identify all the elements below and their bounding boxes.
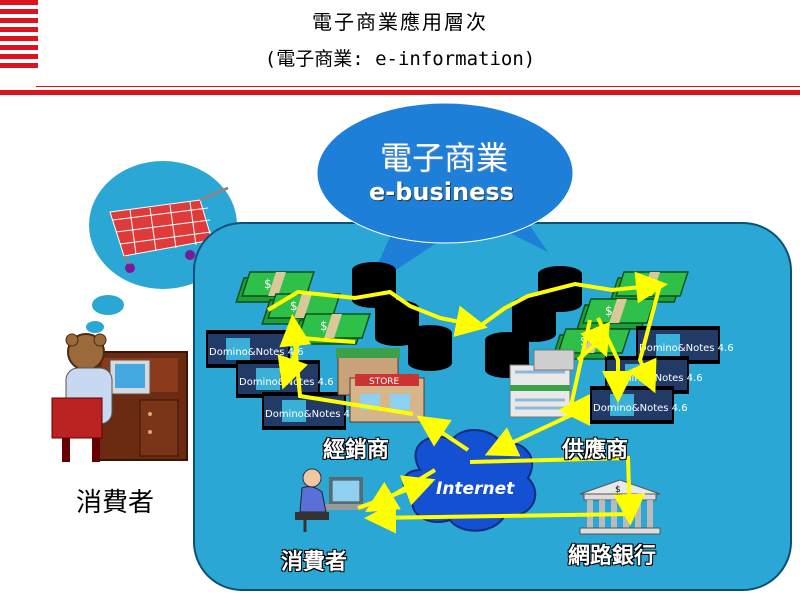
shopping-cart-icon: [109, 186, 229, 273]
label-consumer-inner: 消費者: [281, 550, 348, 575]
red-stripes-decoration: [0, 0, 38, 76]
server-drum-icon: [408, 325, 452, 371]
label-internet: Internet: [436, 479, 515, 499]
header-thin-rule: [36, 86, 800, 87]
label-supplier: 供應商: [562, 438, 629, 463]
label-consumer-outside: 消費者: [76, 488, 155, 518]
svg-text:Domino&Notes 4.6: Domino&Notes 4.6: [265, 409, 360, 420]
svg-text:STORE: STORE: [369, 377, 400, 387]
bubble-title-english: e-business: [369, 178, 514, 206]
label-online-bank: 網路銀行: [568, 544, 657, 569]
svg-text:$: $: [615, 485, 621, 495]
page-title: 電子商業應用層次: [312, 10, 488, 34]
bubble-title-chinese: 電子商業: [380, 139, 509, 177]
flow-arrows: [266, 271, 668, 534]
svg-text:Domino&Notes 4.6: Domino&Notes 4.6: [608, 373, 703, 384]
header-divider: [0, 90, 800, 95]
bear-at-desk-illustration: [51, 333, 188, 462]
svg-text:Domino&Notes 4.6: Domino&Notes 4.6: [639, 343, 734, 354]
svg-text:Domino&Notes 4.6: Domino&Notes 4.6: [593, 403, 688, 414]
page-subtitle: (電子商業: e-information): [264, 48, 536, 70]
svg-text:Domino&Notes 4.6: Domino&Notes 4.6: [209, 347, 304, 358]
label-distributor: 經銷商: [323, 438, 390, 463]
consumer-person-icon: [295, 468, 369, 532]
